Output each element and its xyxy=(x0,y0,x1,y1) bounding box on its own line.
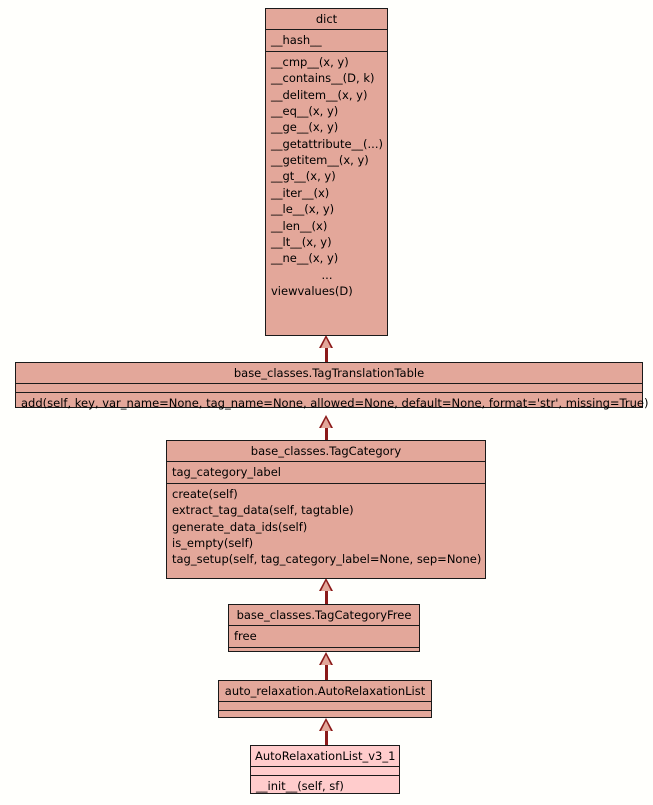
class-operations-autorelaxationlist xyxy=(219,711,431,720)
attribute-item: tag_category_label xyxy=(172,465,281,480)
operation-item: __lt__(x, y) xyxy=(271,234,332,249)
operation-item: __init__(self, sf) xyxy=(256,779,344,794)
operation-item: __iter__(x) xyxy=(271,185,330,200)
class-name-dict: dict xyxy=(266,9,387,31)
operation-item: __cmp__(x, y) xyxy=(271,54,349,69)
class-attributes-tagcategory: tag_category_label xyxy=(167,462,485,484)
class-attributes-dict: __hash__ xyxy=(266,30,387,52)
class-name-tagtranslationtable: base_classes.TagTranslationTable xyxy=(16,363,642,385)
class-box-autorelaxationlist[interactable]: auto_relaxation.AutoRelaxationList xyxy=(218,680,432,718)
operation-item: __len__(x) xyxy=(271,218,328,233)
operation-item: __eq__(x, y) xyxy=(271,103,339,118)
class-box-autorelaxationlist-v3-1[interactable]: AutoRelaxationList_v3_1 __init__(self, s… xyxy=(250,745,400,794)
generalization-edge-tagtranslationtable-to-dict xyxy=(325,348,328,362)
class-name-label: dict xyxy=(315,12,338,26)
class-name-tagcategoryfree: base_classes.TagCategoryFree xyxy=(229,605,419,627)
attribute-item: free xyxy=(234,629,257,644)
class-name-label: auto_relaxation.AutoRelaxationList xyxy=(224,684,426,698)
operation-item: viewvalues(D) xyxy=(271,284,353,298)
class-name-label: base_classes.TagTranslationTable xyxy=(233,366,425,380)
class-name-label: AutoRelaxationList_v3_1 xyxy=(255,749,396,763)
operation-item: is_empty(self) xyxy=(172,535,254,550)
class-box-dict[interactable]: dict __hash__ __cmp__(x, y) __contains__… xyxy=(265,8,388,336)
class-attributes-autorelaxationlist xyxy=(219,702,431,712)
operation-item: add(self, key, var_name=None, tag_name=N… xyxy=(21,396,649,411)
class-operations-tagcategoryfree xyxy=(229,648,419,657)
operation-item: __contains__(D, k) xyxy=(271,71,375,86)
operation-item: __ne__(x, y) xyxy=(271,251,339,266)
class-operations-autorelaxationlist-v3-1: __init__(self, sf) xyxy=(251,776,399,796)
class-name-autorelaxationlist-v3-1: AutoRelaxationList_v3_1 xyxy=(251,746,399,768)
operation-item: generate_data_ids(self) xyxy=(172,519,308,534)
class-attributes-tagcategoryfree: free xyxy=(229,626,419,648)
class-name-autorelaxationlist: auto_relaxation.AutoRelaxationList xyxy=(219,681,431,703)
operation-item: __getattribute__(...) xyxy=(271,136,383,151)
class-operations-dict: __cmp__(x, y) __contains__(D, k) __delit… xyxy=(266,52,387,302)
operation-ellipsis: ... xyxy=(321,267,333,282)
class-operations-tagcategory: create(self) extract_tag_data(self, tagt… xyxy=(167,484,485,570)
class-name-label: base_classes.TagCategoryFree xyxy=(236,608,412,622)
class-attributes-tagtranslationtable xyxy=(16,384,642,394)
generalization-edge-autorelaxationlist-to-tagcategoryfree xyxy=(325,665,328,680)
operation-item: __delitem__(x, y) xyxy=(271,87,368,102)
attribute-item: __hash__ xyxy=(271,33,322,48)
generalization-edge-tagcategoryfree-to-tagcategory xyxy=(325,591,328,604)
class-box-tagcategoryfree[interactable]: base_classes.TagCategoryFree free xyxy=(228,604,420,652)
operation-item: tag_setup(self, tag_category_label=None,… xyxy=(172,552,482,567)
operation-item: __gt__(x, y) xyxy=(271,169,336,184)
class-box-tagcategory[interactable]: base_classes.TagCategory tag_category_la… xyxy=(166,440,486,579)
class-attributes-autorelaxationlist-v3-1 xyxy=(251,767,399,777)
operation-item: __getitem__(x, y) xyxy=(271,153,369,167)
generalization-edge-tagcategory-to-tagtranslationtable xyxy=(325,428,328,440)
operation-item: extract_tag_data(self, tagtable) xyxy=(172,503,354,518)
class-name-tagcategory: base_classes.TagCategory xyxy=(167,441,485,463)
generalization-edge-autorelaxationlistv31-to-autorelaxationlist xyxy=(325,731,328,745)
operation-item: create(self) xyxy=(172,486,238,501)
class-box-tagtranslationtable[interactable]: base_classes.TagTranslationTable add(sel… xyxy=(15,362,648,410)
class-operations-tagtranslationtable: add(self, key, var_name=None, tag_name=N… xyxy=(16,393,649,413)
operation-item: __ge__(x, y) xyxy=(271,120,339,135)
operation-item: __le__(x, y) xyxy=(271,202,335,217)
class-name-label: base_classes.TagCategory xyxy=(250,444,402,458)
